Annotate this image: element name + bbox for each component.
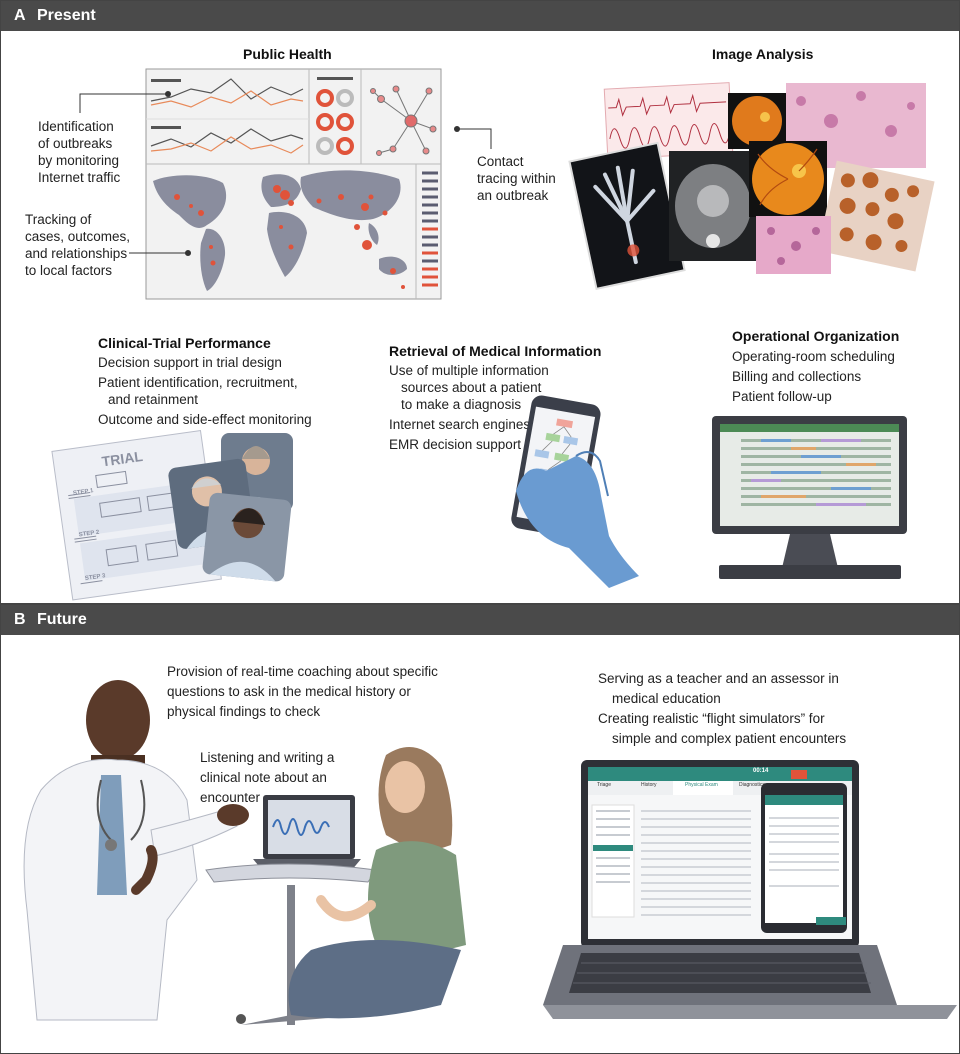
- retrieval-item: to make a diagnosis: [401, 397, 522, 412]
- panel-future: B Future Provision of real-time coaching…: [0, 604, 960, 1054]
- contact-callout-line: Contact: [477, 154, 524, 169]
- sim-timer: 00:14: [753, 768, 769, 774]
- operational-list: Operating-room scheduling Billing and co…: [732, 347, 895, 407]
- clinical-trial-item: and retainment: [108, 392, 199, 407]
- tracking-callout-line: cases, outcomes,: [25, 229, 131, 244]
- trial-doc-title: TRIAL: [101, 448, 144, 470]
- operational-item: Operating-room scheduling: [732, 349, 895, 364]
- trial-step-label: STEP 1: [73, 488, 95, 497]
- contact-callout-line: tracing within: [477, 171, 556, 186]
- tracking-callout-line: and relationships: [25, 246, 128, 261]
- panel-b-letter: B: [14, 611, 26, 628]
- simulator-laptop: [543, 760, 957, 1019]
- operational-heading: Operational Organization: [732, 328, 900, 344]
- trial-illustration: TRIAL STEP 1 STEP 2 STEP 3: [51, 429, 293, 601]
- clinical-trial-heading: Clinical-Trial Performance: [98, 335, 271, 351]
- operational-item: Billing and collections: [732, 369, 862, 384]
- sim-tab-diagnostics[interactable]: Diagnostics: [739, 782, 765, 788]
- outbreak-callout-line: by monitoring: [38, 153, 120, 168]
- teacher-line: medical education: [612, 691, 721, 706]
- contact-callout: Contact tracing within an outbreak: [477, 153, 556, 204]
- sim-tab-history[interactable]: History: [641, 782, 657, 788]
- simulator-line: Creating realistic “flight simulators” f…: [598, 711, 825, 726]
- listening-line: encounter: [200, 790, 261, 805]
- tracking-callout: Tracking of cases, outcomes, and relatio…: [25, 211, 130, 279]
- clinical-trial-item: Patient identification, recruitment,: [98, 375, 298, 390]
- smartphone-illustration: [511, 395, 639, 588]
- outbreak-callout-line: Identification: [38, 119, 114, 134]
- retrieval-item: EMR decision support: [389, 437, 522, 452]
- retrieval-list: Use of multiple information sources abou…: [389, 361, 549, 455]
- coaching-line: Provision of real-time coaching about sp…: [167, 664, 438, 679]
- clinical-trial-item: Decision support in trial design: [98, 355, 282, 370]
- panel-b-title: Future: [37, 611, 87, 628]
- patient-card-woman-2: [202, 492, 292, 582]
- tracking-callout-line: Tracking of: [25, 212, 92, 227]
- trial-step-label: STEP 2: [78, 530, 100, 539]
- outbreak-callout-line: Internet traffic: [38, 170, 121, 185]
- doctor-figure: [23, 680, 249, 1021]
- retrieval-item: Internet search engines: [389, 417, 531, 432]
- sim-tab-physical-exam[interactable]: Physical Exam: [685, 782, 718, 788]
- listening-line: clinical note about an: [200, 770, 327, 785]
- public-health-heading: Public Health: [243, 46, 332, 62]
- panel-b-header: B Future: [1, 605, 959, 635]
- outbreak-callout: Identification of outbreaks by monitorin…: [38, 118, 120, 186]
- coaching-line: physical findings to check: [167, 704, 321, 719]
- simulator-line: simple and complex patient encounters: [612, 731, 847, 746]
- sim-tab-triage[interactable]: Triage: [597, 782, 611, 788]
- teacher-line: Serving as a teacher and an assessor in: [598, 671, 839, 686]
- operational-item: Patient follow-up: [732, 389, 832, 404]
- xray-hand-image: [568, 141, 686, 291]
- simulator-text: Creating realistic “flight simulators” f…: [598, 709, 846, 749]
- teacher-text: Serving as a teacher and an assessor in …: [598, 669, 839, 709]
- contact-callout-line: an outbreak: [477, 188, 549, 203]
- clinical-trial-list: Decision support in trial design Patient…: [98, 353, 312, 430]
- panel-a-letter: A: [14, 7, 26, 24]
- panel-a-header: A Present: [1, 1, 959, 31]
- retrieval-heading: Retrieval of Medical Information: [389, 343, 602, 359]
- outbreak-callout-line: of outbreaks: [38, 136, 113, 151]
- panel-a-title: Present: [37, 7, 96, 24]
- listening-line: Listening and writing a: [200, 750, 335, 765]
- image-analysis-heading: Image Analysis: [712, 46, 814, 62]
- monitor-illustration: [712, 416, 907, 579]
- coaching-text: Provision of real-time coaching about sp…: [167, 662, 438, 722]
- panel-present: A Present Public Health: [0, 0, 960, 604]
- listening-text: Listening and writing a clinical note ab…: [200, 748, 334, 808]
- trial-step-label: STEP 3: [85, 573, 107, 582]
- encounter-illustration: [23, 680, 466, 1025]
- medical-images-collage: [568, 82, 935, 291]
- coaching-line: questions to ask in the medical history …: [167, 684, 411, 699]
- public-health-dashboard: [79, 68, 492, 300]
- retrieval-item: Use of multiple information: [389, 363, 549, 378]
- clinical-trial-item: Outcome and side-effect monitoring: [98, 412, 312, 427]
- patient-figure: [288, 747, 466, 1019]
- retrieval-item: sources about a patient: [401, 380, 542, 395]
- tracking-callout-line: to local factors: [25, 263, 113, 278]
